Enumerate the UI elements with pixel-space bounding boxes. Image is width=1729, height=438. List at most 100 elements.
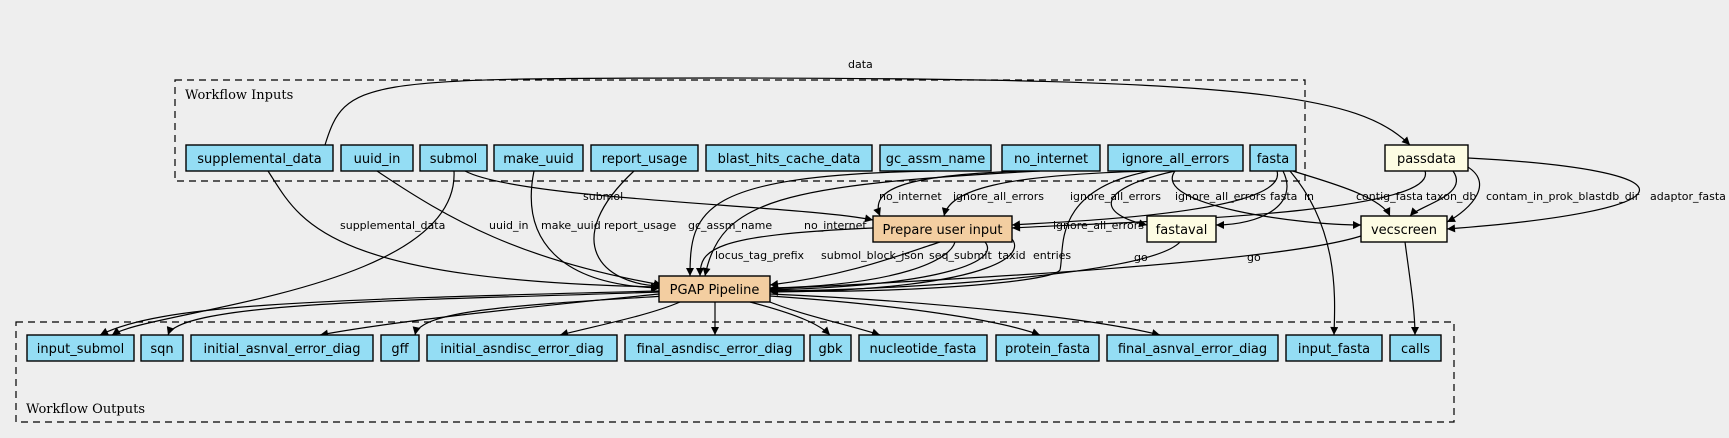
edge-pass-vs3 [1446,157,1640,233]
node-box [1001,144,1101,172]
inputs-cluster [174,79,1306,182]
node-label: initial_asnval_error_diag [203,342,360,357]
edge-label-contam-in-prok-blastdb-dir: contam_in_prok_blastdb_dir [1486,190,1640,203]
node-box [380,334,420,362]
edge-data [324,77,1411,146]
node-label: uuid_in [354,152,401,167]
node-nucleotide-fasta: nucleotide_fasta [858,334,988,362]
edge-o-fave [769,293,1161,337]
edge-pass-vs1 [1409,170,1457,217]
node-box [1146,215,1217,243]
node-box [995,334,1100,362]
node-box [809,334,852,362]
edge-report [593,170,663,290]
edge-pass-prep [1011,170,1426,232]
outputs-cluster [15,321,1455,423]
edge-label-fasta: fasta [1270,190,1297,203]
node-submol: submol [419,144,488,172]
node-gc-assm-name: gc_assm_name [879,144,992,172]
edge-o-sqn [166,291,660,336]
node-label: fasta [1257,152,1289,167]
edge-label-no-internet-pgap: no_internet [804,219,867,232]
node-label: input_fasta [1298,342,1370,357]
edge-label-taxon-db: taxon_db [1426,190,1476,203]
edge-submol-prep [464,170,874,223]
edge-label-go-vecscreen: go [1247,251,1261,264]
node-initial-asnval-error-diag: initial_asnval_error_diag [190,334,374,362]
edge-uuid [376,170,663,288]
node-input-submol: input_submol [26,334,135,362]
node-label: final_asndisc_error_diag [637,342,793,357]
edge-ignore-prep [941,170,1151,217]
node-box [624,334,805,362]
node-label: ignore_all_errors [1122,152,1230,167]
edge-label-taxid: taxid [998,249,1026,262]
node-label: calls [1401,342,1430,357]
edge-p-sbj [769,241,941,288]
node-label: PGAP Pipeline [670,283,760,298]
node-label: supplemental_data [197,152,321,167]
edge-fasta-vs [1292,170,1391,217]
edge-label-no-internet-prep: no_internet [879,190,942,203]
edge-label-seq-submit: seq_submit [929,249,992,262]
node-vecscreen: vecscreen [1360,215,1448,243]
edge-o-iade [559,301,681,337]
edge-vs-calls [1404,241,1419,336]
edge-label-ignore-all-errors-pgap: ignore_all_errors [1053,219,1144,232]
node-label: protein_fasta [1005,342,1090,357]
edge-o-nf [764,299,881,337]
node-box [493,144,584,172]
node-no-internet: no_internet [1001,144,1101,172]
node-label: gc_assm_name [886,152,985,167]
edge-label-entries: entries [1033,249,1071,262]
node-report-usage: report_usage [590,144,699,172]
edge-ignore-fv [1110,170,1176,228]
node-passdata: passdata [1384,144,1469,172]
node-label: sqn [150,342,173,357]
node-label: input_submol [37,342,124,357]
node-box [872,215,1013,243]
node-box [426,334,618,362]
edge-p-taxid [769,241,989,294]
inputs-cluster-label: Workflow Inputs [185,88,293,103]
edge-label-gc-assm-name: gc_assm_name [688,219,772,232]
edge-o-pf [769,295,1041,336]
edge-o-input-submol [99,290,660,336]
edge-fasta-prep [1011,170,1278,229]
node-label: report_usage [602,152,687,167]
edge-submol-out [111,170,455,336]
edge-pass-vs2 [1446,162,1481,223]
node-fasta: fasta [1249,144,1297,172]
node-box [858,334,988,362]
node-calls: calls [1389,334,1442,362]
edge-label-uuid-in: uuid_in [489,219,529,232]
node-supplemental-data: supplemental_data [185,144,334,172]
node-box [1106,334,1279,362]
edge-gc-assm [686,170,936,277]
node-protein-fasta: protein_fasta [995,334,1100,362]
edge-label-go-fastaval: go [1134,251,1148,264]
edge-fv-go [769,241,1181,295]
node-initial-asndisc-error-diag: initial_asndisc_error_diag [426,334,618,362]
node-label: initial_asndisc_error_diag [440,342,604,357]
edge-label-submol: submol [583,190,623,203]
edge-ignore-vs [1171,170,1362,229]
node-label: gbk [818,342,843,357]
node-label: make_uuid [503,152,574,167]
edge-fasta-out [1289,170,1339,336]
node-gbk: gbk [809,334,852,362]
node-input-fasta: input_fasta [1285,334,1383,362]
node-prepare-user-input: Prepare user input [872,215,1013,243]
edge-label-contig-fasta: contig_fasta [1356,190,1423,203]
edge-label-report-usage: report_usage [604,219,677,232]
edge-fasta-fv [1215,170,1288,229]
edge-label-make-uuid: make_uuid [541,219,601,232]
edge-make_uuid [530,170,661,292]
edge-p-locus [696,227,874,277]
node-box [1249,144,1297,172]
node-pgap-pipeline: PGAP Pipeline [658,275,771,303]
edge-o-gff [412,295,666,336]
node-label: submol [430,152,478,167]
